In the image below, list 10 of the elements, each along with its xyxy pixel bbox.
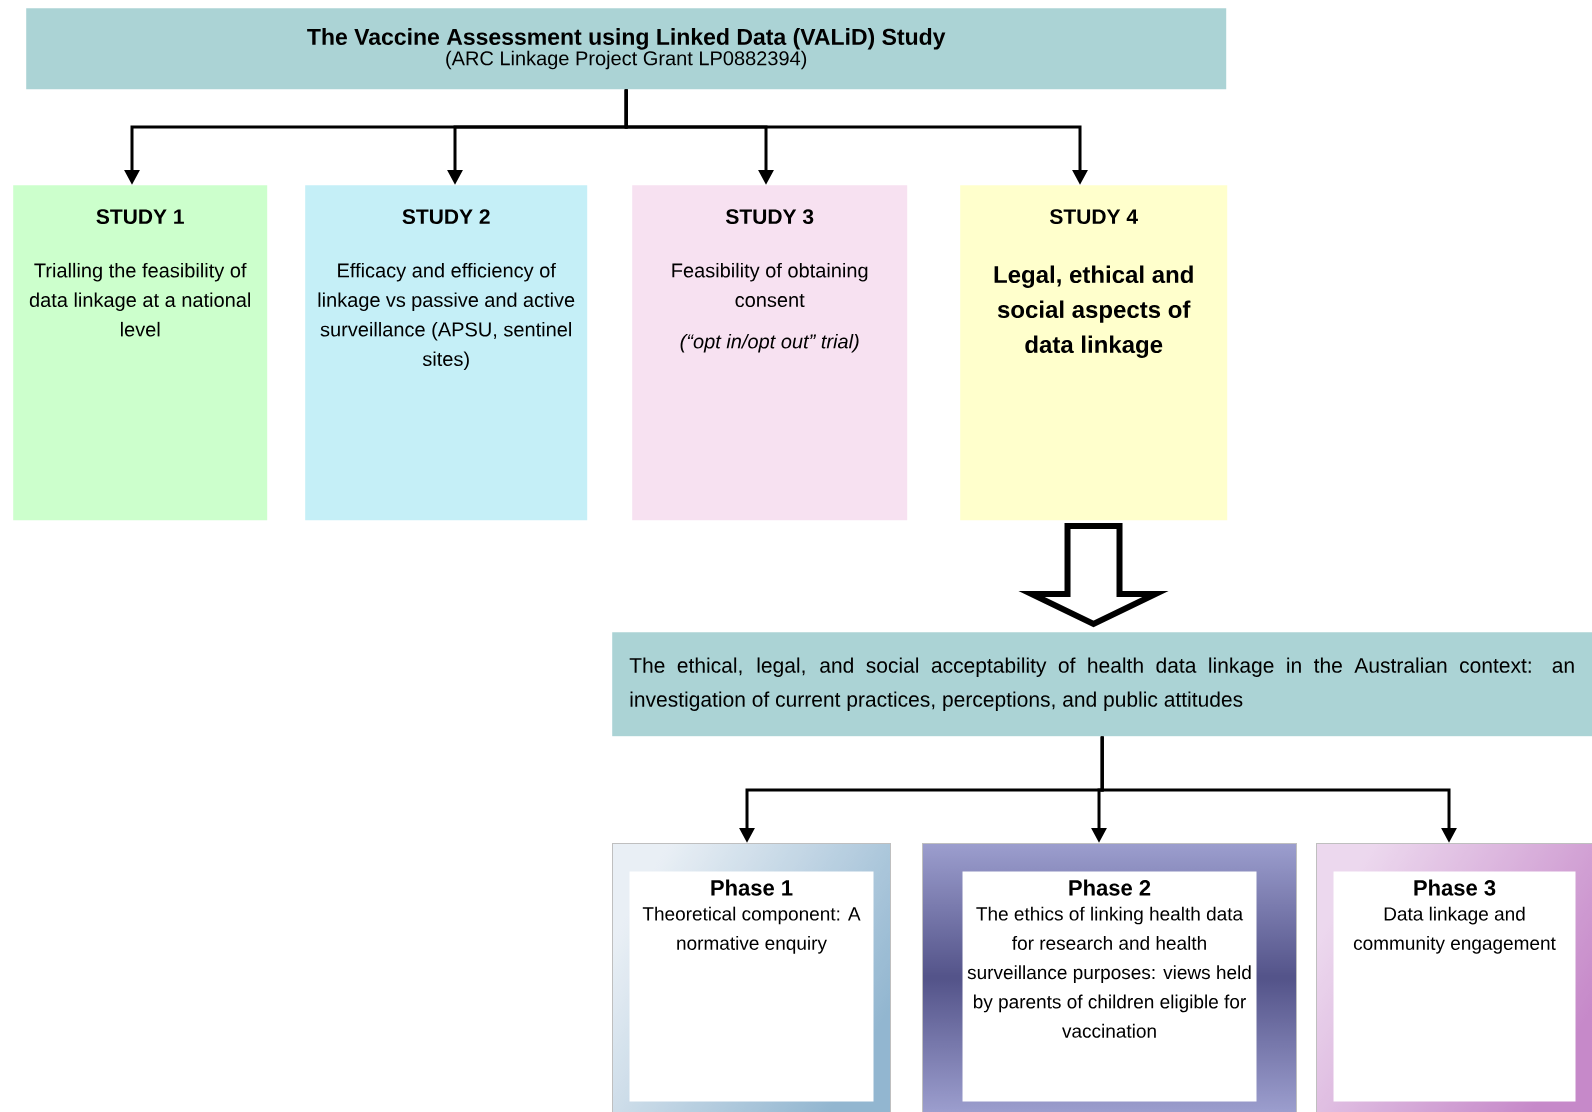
topic-box: The ethical, legal, and social acceptability of health data linkage in the Australian context: an investigation of current practices, perceptions, and public attitudes bbox=[612, 632, 1592, 737]
study-box: STUDY 1 Trialling the feasibility of data linkage at a national level bbox=[13, 185, 268, 521]
phase-box: Phase 3 Data linkage and community engagement bbox=[1316, 843, 1592, 1112]
study-box: STUDY 2 Efficacy and efficiency of linkage vs passive and active surveillance (APSU, sentinel sites) bbox=[305, 185, 588, 521]
phase-box: Phase 2 The ethics of linking health data for research and health surveillance purposes: views held by parents of children eligible for vaccination bbox=[922, 843, 1297, 1112]
phase-box: Phase 1 Theoretical component: A normative enquiry bbox=[612, 843, 891, 1112]
study-box: STUDY 4 Legal, ethical and social aspects of data linkage bbox=[960, 185, 1228, 521]
block-arrow bbox=[1018, 523, 1169, 628]
study-box: STUDY 3 Feasibility of obtaining consent (“opt in/opt out” trial) bbox=[632, 185, 908, 521]
title-box: The Vaccine Assessment using Linked Data (VALiD) Study (ARC Linkage Project Grant LP0882394) bbox=[26, 8, 1227, 90]
